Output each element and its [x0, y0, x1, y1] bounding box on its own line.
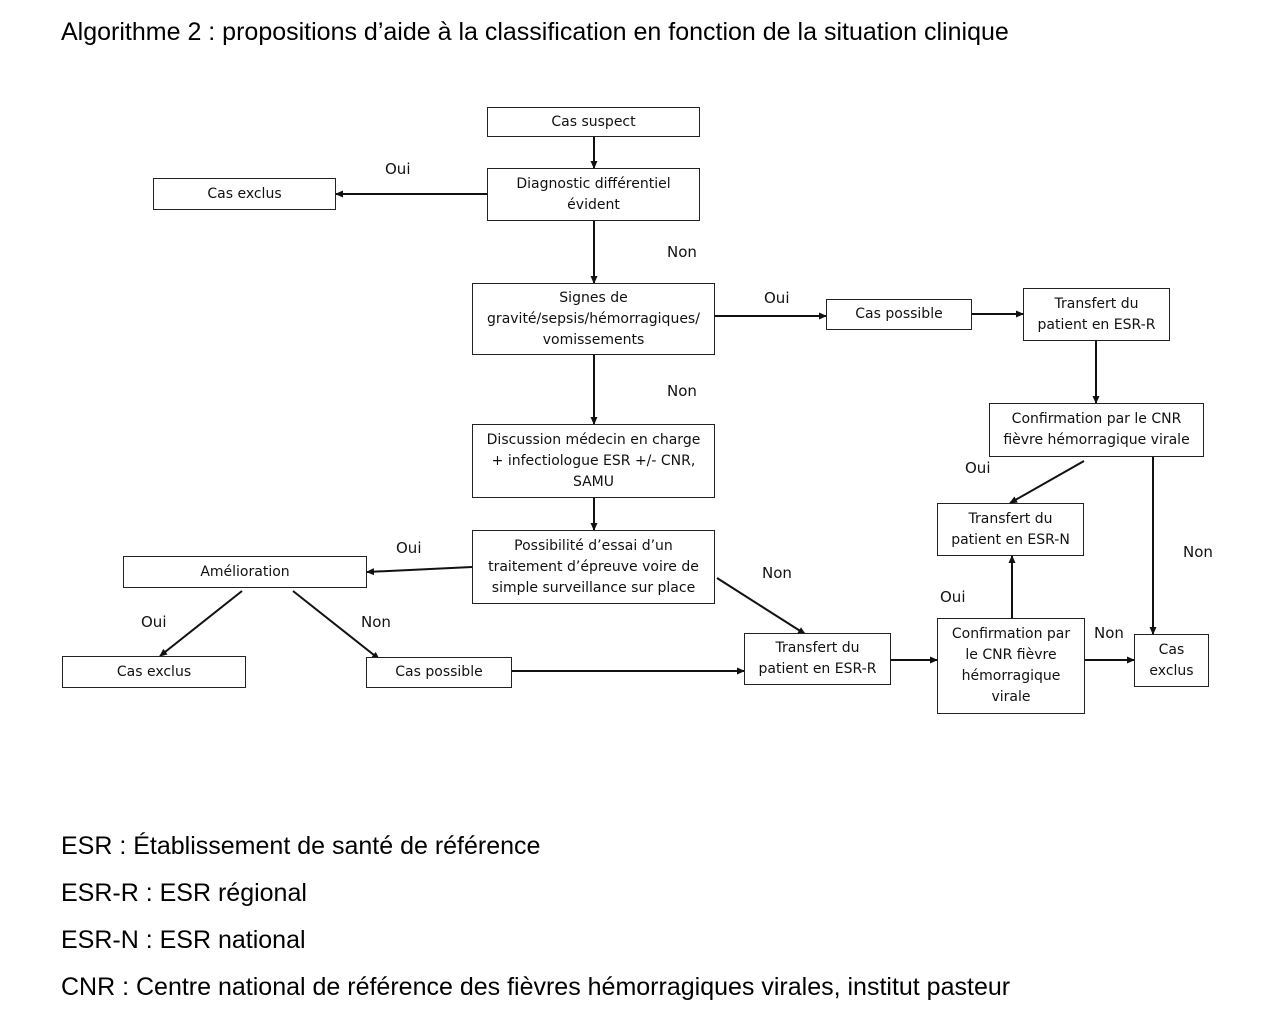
- legend-esr-r: ESR-R : ESR régional: [61, 879, 307, 907]
- node-cas-exclus-right: Cas exclus: [1134, 634, 1209, 687]
- edge-label-non: Non: [1183, 543, 1213, 561]
- node-cas-exclus-top: Cas exclus: [153, 178, 336, 210]
- node-transfert-esr-r-top: Transfert du patient en ESR-R: [1023, 288, 1170, 341]
- edge-label-non: Non: [667, 243, 697, 261]
- node-cas-possible-bottom: Cas possible: [366, 657, 512, 688]
- node-discussion: Discussion médecin en charge + infectiol…: [472, 424, 715, 498]
- edge-label-non: Non: [762, 564, 792, 582]
- node-possibilite-essai: Possibilité d’essai d’un traitement d’ép…: [472, 530, 715, 604]
- arrow-amelioration-to-possible: [292, 590, 380, 660]
- node-confirmation-cnr-bottom: Confirmation par le CNR fièvre hémorragi…: [937, 618, 1085, 714]
- legend-esr-n: ESR-N : ESR national: [61, 926, 306, 954]
- legend-cnr: CNR : Centre national de référence des f…: [61, 973, 1011, 1001]
- page-title: Algorithme 2 : propositions d’aide à la …: [61, 18, 1009, 46]
- node-confirmation-cnr-top: Confirmation par le CNR fièvre hémorragi…: [989, 403, 1204, 457]
- edge-label-oui: Oui: [965, 459, 991, 477]
- node-amelioration: Amélioration: [123, 556, 367, 588]
- edge-label-oui: Oui: [385, 160, 411, 178]
- edge-label-non: Non: [1094, 624, 1124, 642]
- arrow-possibilite-to-amelioration: [366, 566, 473, 576]
- arrow-amelioration-to-excluded: [159, 590, 243, 657]
- arrow-possibilite-to-transfert-r: [716, 577, 806, 635]
- edge-label-non: Non: [667, 382, 697, 400]
- legend-esr: ESR : Établissement de santé de référenc…: [61, 832, 541, 860]
- edge-label-oui: Oui: [396, 539, 422, 557]
- edge-label-oui: Oui: [940, 588, 966, 606]
- edge-label-non: Non: [361, 613, 391, 631]
- node-cas-possible-top: Cas possible: [826, 299, 972, 330]
- node-cas-suspect: Cas suspect: [487, 107, 700, 137]
- node-cas-exclus-left: Cas exclus: [62, 656, 246, 688]
- edge-label-oui: Oui: [764, 289, 790, 307]
- node-transfert-esr-r-bottom: Transfert du patient en ESR-R: [744, 633, 891, 685]
- node-transfert-esr-n: Transfert du patient en ESR-N: [937, 503, 1084, 556]
- node-diagnostic-differentiel: Diagnostic différentiel évident: [487, 168, 700, 221]
- edge-label-oui: Oui: [141, 613, 167, 631]
- node-signes-gravite: Signes de gravité/sepsis/hémorragiques/ …: [472, 283, 715, 355]
- arrow-confirmation-to-transfert-n: [1009, 460, 1085, 504]
